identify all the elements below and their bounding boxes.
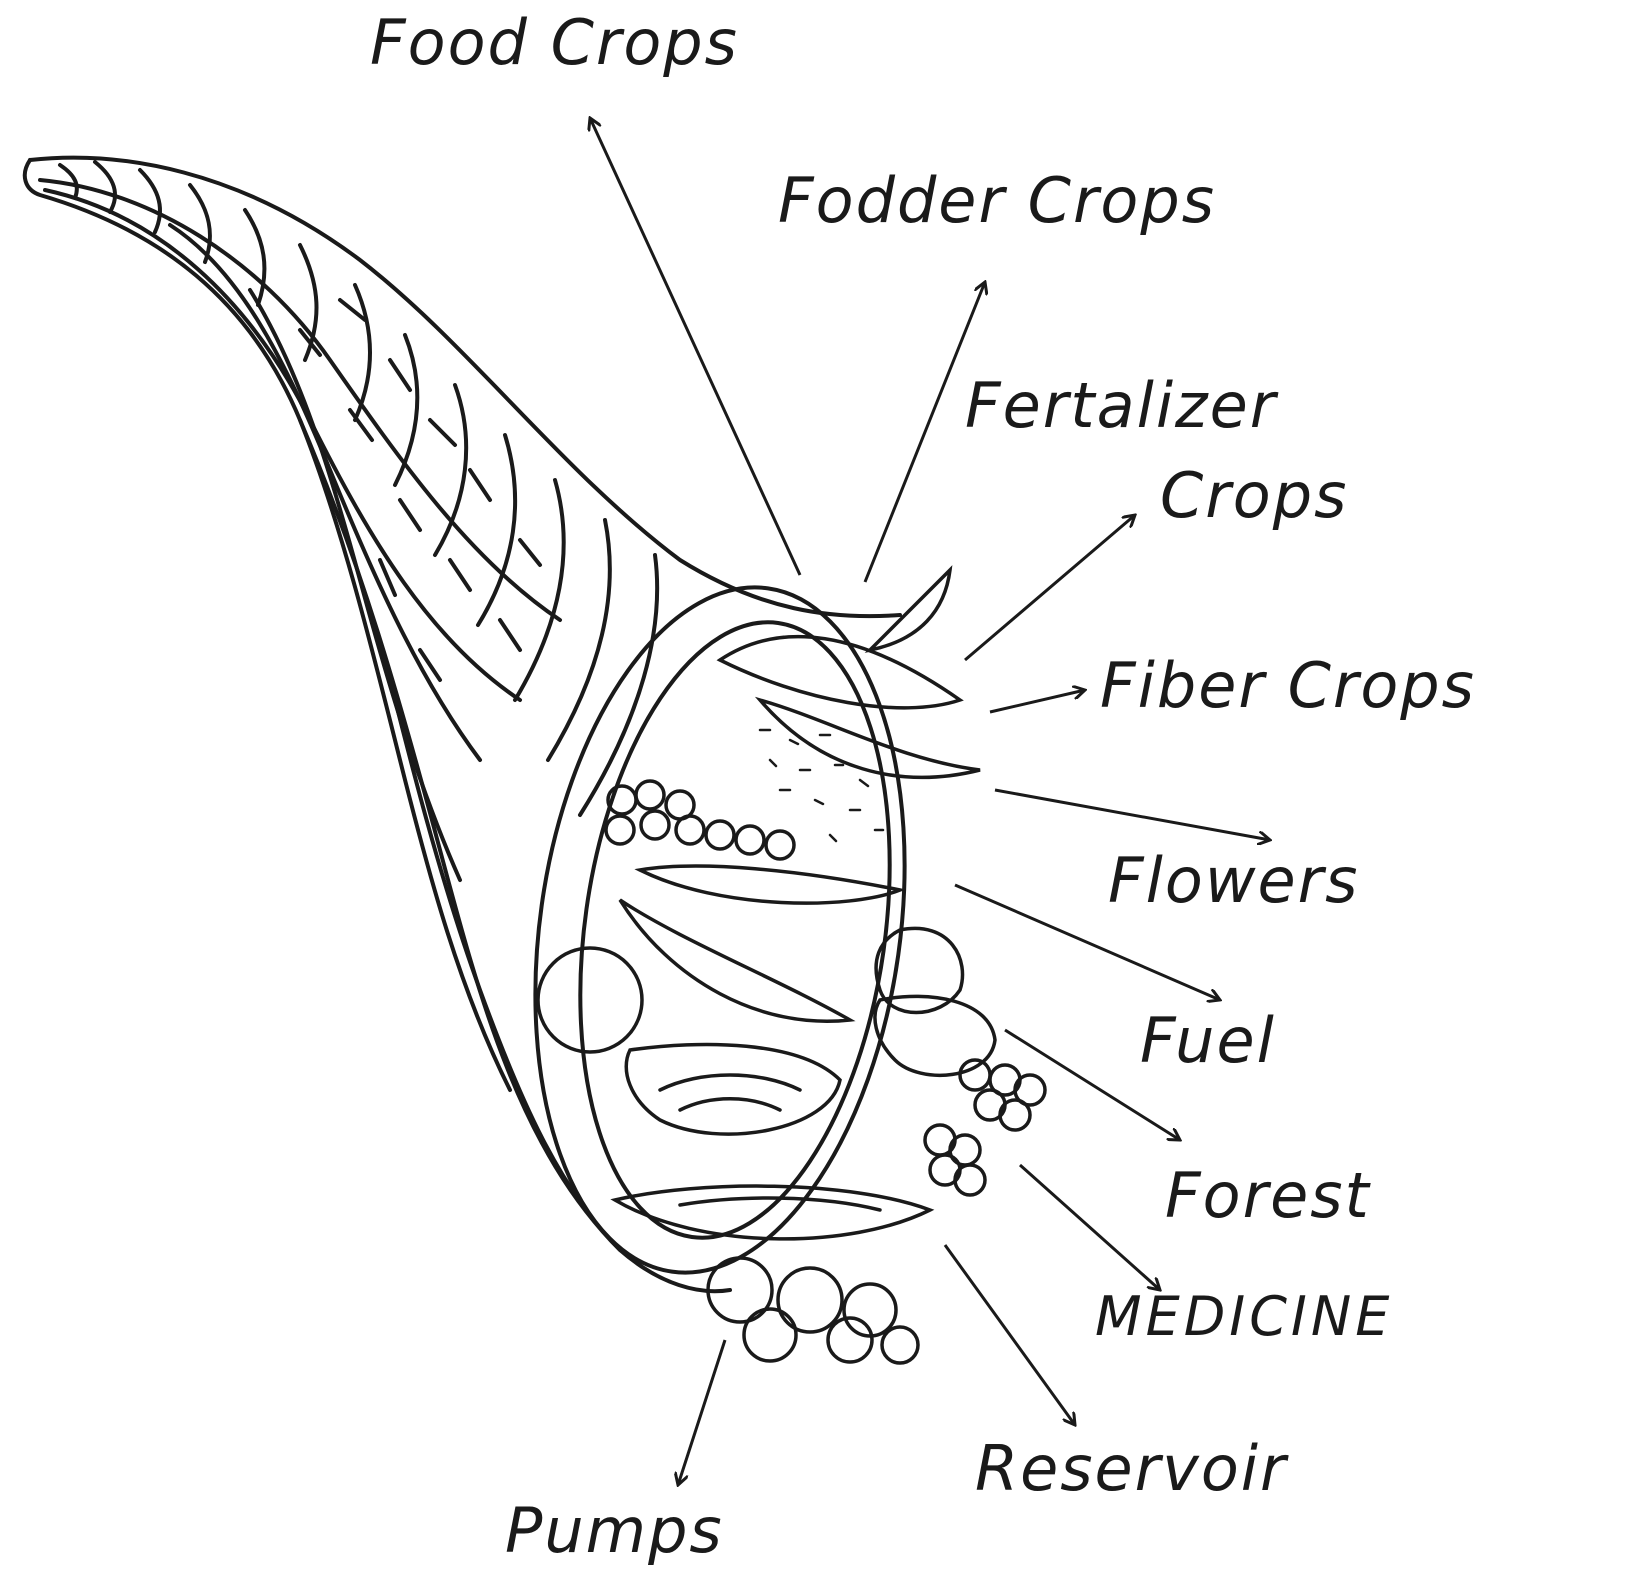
arrow-food-crops	[590, 118, 800, 575]
label-fertalizer-line1: Fertalizer	[965, 375, 1277, 437]
label-forest: Forest	[1165, 1165, 1371, 1227]
label-medicine: MEDICINE	[1095, 1290, 1393, 1344]
arrow-fertalizer-crops	[965, 515, 1135, 660]
label-pumps: Pumps	[505, 1500, 724, 1562]
label-fuel: Fuel	[1140, 1010, 1276, 1072]
label-flowers: Flowers	[1108, 850, 1359, 912]
arrow-fiber-crops	[990, 690, 1085, 712]
label-fertalizer-line2: Crops	[1160, 465, 1348, 527]
label-reservoir: Reservoir	[975, 1438, 1288, 1500]
cornucopia-horn	[25, 158, 946, 1297]
arrow-reservoir	[945, 1245, 1075, 1425]
label-food-crops: Food Crops	[370, 12, 739, 74]
arrow-flowers	[995, 790, 1270, 840]
arrow-medicine	[1020, 1165, 1160, 1290]
label-fodder-crops: Fodder Crops	[778, 170, 1216, 232]
label-fiber-crops: Fiber Crops	[1100, 655, 1476, 717]
arrow-pumps	[678, 1340, 725, 1485]
